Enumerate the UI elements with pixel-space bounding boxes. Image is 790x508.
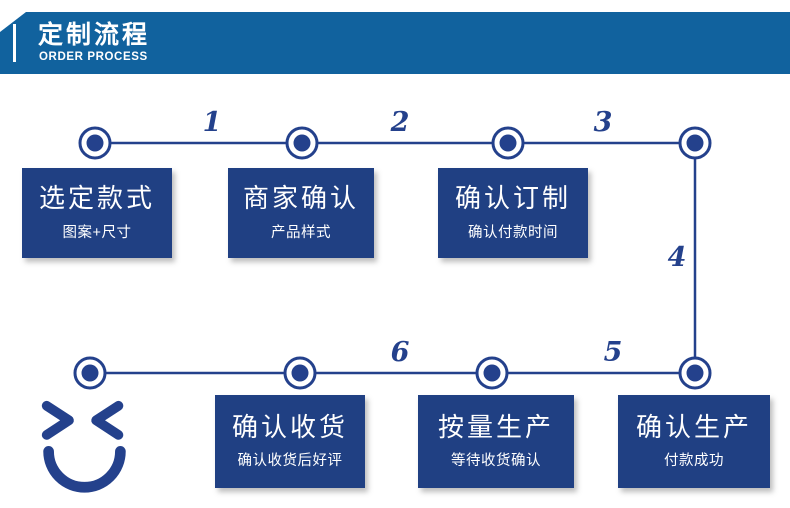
flow-node-4 (678, 126, 712, 160)
step-box-seller-confirm: 商家确认 产品样式 (228, 168, 374, 258)
smiley-mouth (43, 446, 126, 493)
header-band: 定制流程 ORDER PROCESS (0, 12, 790, 74)
step-box-subtitle: 付款成功 (664, 453, 724, 470)
connector-label-5: 5 (603, 337, 623, 368)
step-box-subtitle: 图案+尺寸 (62, 224, 132, 241)
winking-smiley-icon (41, 400, 126, 493)
step-box-title: 确认收货 (231, 411, 348, 442)
flow-node-3 (491, 126, 525, 160)
connector-label-4: 4 (667, 242, 687, 273)
connector-label-1: 1 (202, 107, 222, 138)
smiley-right-eye (91, 400, 124, 440)
connector-label-6: 6 (390, 337, 410, 368)
step-box-subtitle: 产品样式 (271, 224, 331, 241)
step-box-production-by-quantity: 按量生产 等待收货确认 (418, 395, 574, 488)
step-box-title: 确认订制 (454, 183, 571, 214)
step-box-title: 按量生产 (437, 411, 554, 442)
step-box-title: 选定款式 (38, 183, 155, 214)
step-box-confirm-receipt: 确认收货 确认收货后好评 (215, 395, 365, 488)
flow-node-6 (475, 356, 509, 390)
connector-label-3: 3 (593, 107, 613, 138)
header-corner-cut (0, 12, 26, 32)
step-box-title: 商家确认 (242, 183, 359, 214)
step-box-subtitle: 确认付款时间 (468, 224, 558, 241)
step-box-confirm-production: 确认生产 付款成功 (618, 395, 770, 488)
step-box-confirm-order: 确认订制 确认付款时间 (438, 168, 588, 258)
flow-node-5 (678, 356, 712, 390)
step-box-subtitle: 等待收货确认 (451, 453, 541, 470)
flow-node-7 (283, 356, 317, 390)
flow-node-2 (285, 126, 319, 160)
connector-label-2: 2 (390, 107, 410, 138)
flow-node-1 (78, 126, 112, 160)
page-subtitle: ORDER PROCESS (39, 51, 148, 63)
step-box-select-style: 选定款式 图案+尺寸 (22, 168, 172, 258)
page-title: 定制流程 (38, 21, 151, 49)
step-box-subtitle: 确认收货后好评 (237, 453, 343, 470)
header-accent-bar (13, 24, 16, 62)
step-box-title: 确认生产 (635, 411, 752, 442)
flow-node-8 (73, 356, 107, 390)
smiley-left-eye (41, 400, 74, 440)
